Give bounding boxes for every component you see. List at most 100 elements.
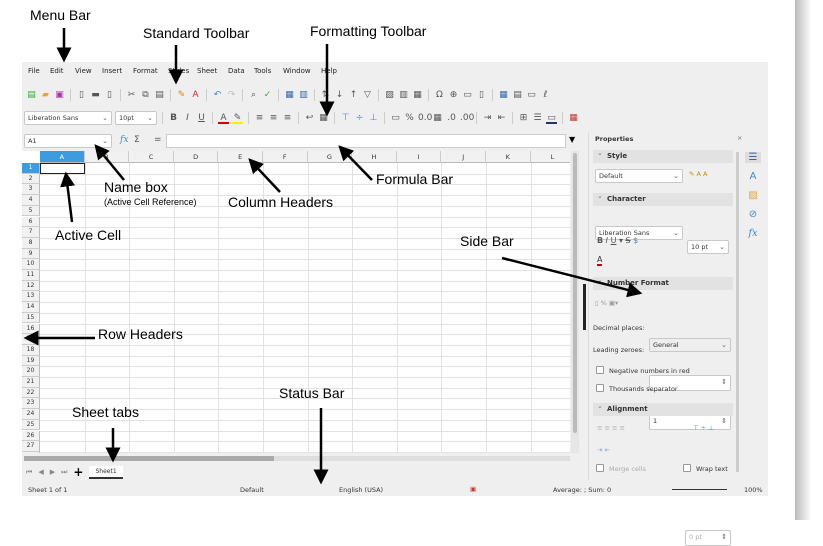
styles-deck-icon[interactable]: A: [749, 171, 757, 182]
border-style-icon[interactable]: ☰: [533, 112, 542, 123]
status-language[interactable]: English (USA): [339, 486, 384, 494]
column-header-F[interactable]: F: [263, 151, 308, 163]
show-draw-icon[interactable]: ▭: [527, 89, 536, 100]
del-decimal-icon[interactable]: .00: [460, 112, 475, 123]
italic-button[interactable]: I: [186, 112, 189, 123]
freeze-icon[interactable]: ▦: [499, 89, 508, 100]
column-header-H[interactable]: H: [352, 151, 397, 163]
column-header-I[interactable]: I: [396, 151, 442, 163]
sidebar-font-size[interactable]: 10 pt⌄: [687, 240, 729, 254]
font-color-icon[interactable]: A: [218, 113, 229, 124]
menu-insert[interactable]: Insert: [102, 67, 123, 75]
last-sheet-icon[interactable]: ⏭: [61, 467, 68, 476]
merge-cells-checkbox[interactable]: [596, 464, 604, 472]
wrap-text-checkbox[interactable]: [683, 464, 691, 472]
sort-asc-icon[interactable]: ↓: [335, 89, 344, 100]
row-header-21[interactable]: 21: [22, 377, 40, 388]
column-header-A[interactable]: A: [40, 151, 85, 163]
font-name-box[interactable]: Liberation Sans⌄: [24, 111, 112, 125]
row-header-15[interactable]: 15: [22, 312, 40, 324]
find-icon[interactable]: ⌕: [250, 89, 257, 100]
menu-edit[interactable]: Edit: [50, 67, 64, 75]
pivot-icon[interactable]: ▦: [413, 89, 422, 100]
first-sheet-icon[interactable]: ⏮: [26, 467, 33, 476]
row-header-24[interactable]: 24: [22, 409, 40, 420]
sheet-tab[interactable]: Sheet1: [89, 465, 123, 479]
leading-zeroes-spinner[interactable]: 1⇕: [649, 414, 731, 430]
open-icon[interactable]: ▰: [42, 89, 49, 100]
style-panel-header[interactable]: Style: [593, 147, 733, 163]
horizontal-align-icons[interactable]: ≡ ≡ ≡ ≡: [597, 424, 625, 432]
indent-icons[interactable]: ⇥ ⇤: [597, 446, 610, 454]
row-header-3[interactable]: 3: [22, 184, 40, 196]
menu-sheet[interactable]: Sheet: [197, 67, 218, 75]
menu-tools[interactable]: Tools: [254, 67, 272, 75]
number-format-icons[interactable]: ▯ % ▣▾: [595, 299, 619, 307]
menu-format[interactable]: Format: [133, 67, 158, 75]
cut-icon[interactable]: ✂: [127, 89, 136, 100]
highlight-icon[interactable]: ✎: [232, 112, 243, 124]
spreadsheet-grid[interactable]: ABCDEFGHIJKL1234567891011121314151617181…: [22, 151, 570, 453]
align-left-icon[interactable]: ≡: [255, 112, 264, 123]
status-page-style[interactable]: Default: [240, 486, 264, 494]
sidebar-close-icon[interactable]: ×: [737, 134, 743, 142]
wrap-icon[interactable]: ↩: [305, 112, 314, 123]
date-icon[interactable]: ▦: [433, 112, 442, 123]
autofilter-icon[interactable]: ▽: [364, 89, 371, 100]
sidebar-font-color-icon[interactable]: A: [597, 255, 603, 266]
function-wizard-icon[interactable]: fx: [120, 135, 129, 145]
print-preview-icon[interactable]: ▯: [107, 89, 112, 100]
conditional-icon[interactable]: ▦: [569, 112, 578, 123]
column-header-C[interactable]: C: [129, 151, 174, 163]
percent-icon[interactable]: %: [405, 112, 414, 123]
thousands-separator-checkbox[interactable]: [596, 384, 604, 392]
row-header-9[interactable]: 9: [22, 248, 40, 260]
row-header-11[interactable]: 11: [22, 270, 40, 281]
menu-window[interactable]: Window: [283, 67, 311, 75]
copy-icon[interactable]: ⧉: [142, 89, 149, 100]
borders-icon[interactable]: ⊞: [519, 112, 528, 123]
row-header-7[interactable]: 7: [22, 227, 40, 238]
menu-data[interactable]: Data: [228, 67, 245, 75]
split-icon[interactable]: ▤: [513, 89, 522, 100]
formula-icon[interactable]: ℓ: [543, 89, 548, 100]
next-sheet-icon[interactable]: ▶: [49, 468, 56, 476]
decimal-places-spinner[interactable]: ⇕: [649, 375, 731, 391]
sidebar-scrollbar[interactable]: [736, 152, 739, 472]
save-icon[interactable]: ▣: [55, 89, 64, 100]
add-decimal-icon[interactable]: .0: [447, 112, 456, 123]
row-header-27[interactable]: 27: [22, 441, 40, 452]
style-update-icons[interactable]: ✎ A A: [689, 170, 708, 178]
status-zoom[interactable]: 100%: [744, 486, 763, 494]
row-header-13[interactable]: 13: [22, 291, 40, 303]
row-icon[interactable]: ▦: [285, 89, 294, 100]
row-header-8[interactable]: 8: [22, 237, 40, 249]
column-header-D[interactable]: D: [173, 151, 219, 163]
row-header-14[interactable]: 14: [22, 302, 40, 313]
row-header-1[interactable]: 1: [22, 163, 40, 174]
row-header-18[interactable]: 18: [22, 344, 40, 356]
functions-deck-icon[interactable]: fx: [748, 228, 758, 239]
underline-button[interactable]: U: [198, 112, 205, 123]
align-right-icon[interactable]: ≡: [283, 112, 292, 123]
hyperlink-icon[interactable]: ⊕: [449, 89, 458, 100]
number-icon[interactable]: 0.0: [418, 112, 433, 123]
menu-file[interactable]: File: [28, 67, 40, 75]
export-pdf-icon[interactable]: ▯: [79, 89, 84, 100]
formula-input[interactable]: [166, 134, 566, 148]
row-header-22[interactable]: 22: [22, 387, 40, 399]
sidebar-char-format-icons[interactable]: B I U ▾ S $: [597, 236, 639, 245]
indent-spinner[interactable]: 0 pt⇕: [685, 530, 731, 546]
properties-deck-icon[interactable]: ☰: [745, 152, 761, 163]
row-header-23[interactable]: 23: [22, 398, 40, 410]
currency-icon[interactable]: ▭: [391, 112, 400, 123]
indent-icon[interactable]: ⇥: [483, 112, 492, 123]
comment-icon[interactable]: ▭: [463, 89, 472, 100]
special-char-icon[interactable]: Ω: [436, 89, 443, 100]
column-icon[interactable]: ▥: [299, 89, 308, 100]
border-color-icon[interactable]: ▭: [546, 112, 557, 124]
row-header-5[interactable]: 5: [22, 205, 40, 217]
navigator-deck-icon[interactable]: ⊘: [748, 209, 758, 220]
row-header-2[interactable]: 2: [22, 173, 40, 185]
horizontal-scrollbar[interactable]: [24, 456, 570, 461]
